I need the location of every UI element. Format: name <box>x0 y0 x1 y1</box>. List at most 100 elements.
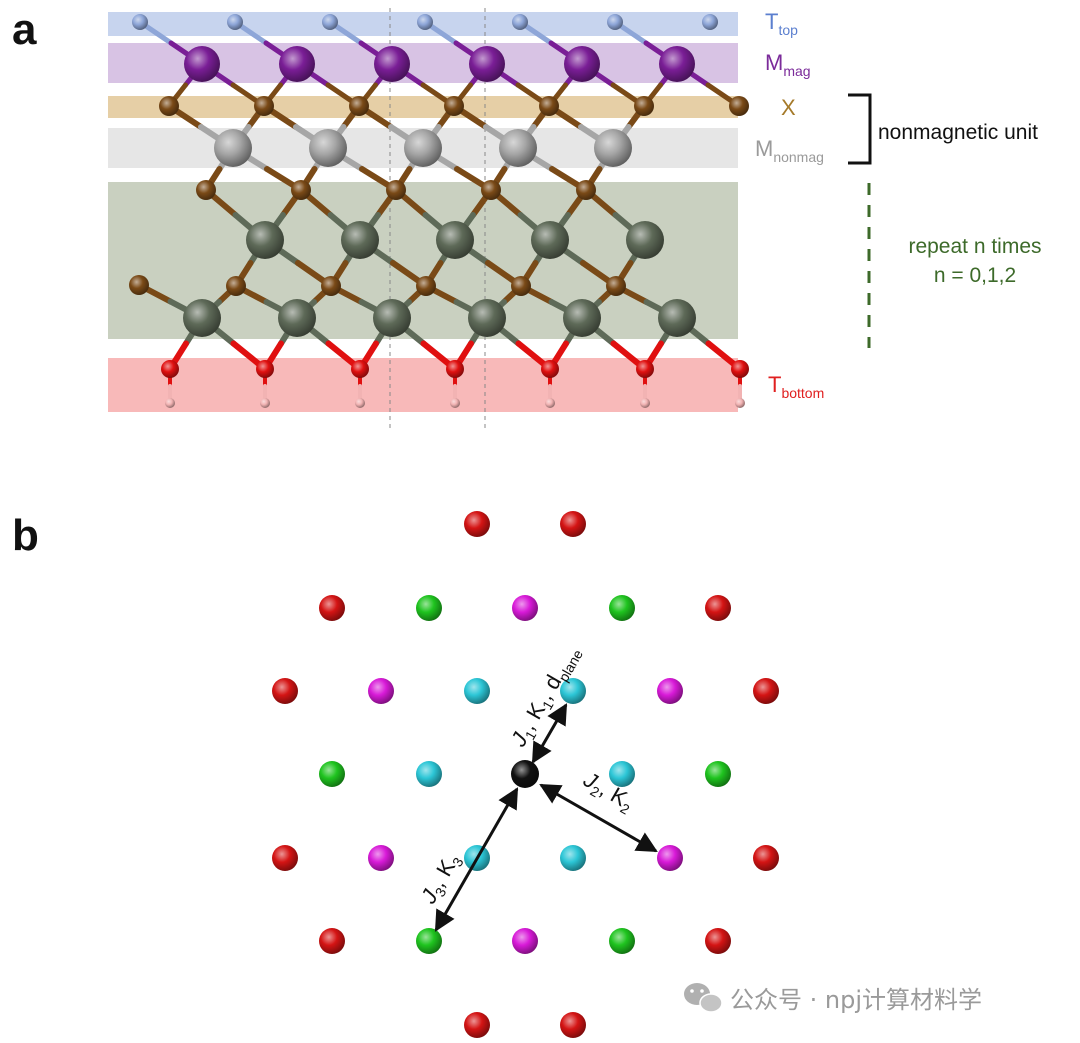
watermark: 公众号 · npj计算材料学 <box>684 983 982 1014</box>
magnetic-metal-atom <box>469 46 505 82</box>
hydrogen-atom <box>355 398 365 408</box>
red-neighbor-site <box>272 845 298 871</box>
unit-cell-lines <box>389 8 486 428</box>
magenta-neighbor-site <box>368 845 394 871</box>
oxygen-atom <box>351 360 369 378</box>
hydrogen-atom <box>640 398 650 408</box>
magenta-neighbor-site <box>657 678 683 704</box>
termination-top-atom <box>702 14 718 30</box>
arrow-j1 <box>531 703 568 764</box>
label-j3: J3, K3 <box>415 848 467 909</box>
label-t-bottom-main: T <box>768 372 781 397</box>
label-x: X <box>781 95 796 120</box>
termination-top-atom <box>417 14 433 30</box>
red-neighbor-site <box>705 928 731 954</box>
x-atom <box>511 276 531 296</box>
x-atom <box>291 180 311 200</box>
label-t-top-main: T <box>765 9 778 34</box>
x-atom <box>606 276 626 296</box>
nonmagnetic-unit-bracket <box>848 93 872 165</box>
nonmagnetic-metal-atom <box>309 129 347 167</box>
repeat-metal-atom <box>531 221 569 259</box>
x-atom <box>481 180 501 200</box>
repeat-label-line1: repeat n times <box>908 235 1041 258</box>
magenta-neighbor-site <box>657 845 683 871</box>
label-m-mag: Mmag <box>765 50 811 79</box>
exchange-arrows <box>434 703 658 932</box>
magenta-neighbor-site <box>368 678 394 704</box>
wechat-icon <box>684 983 723 1013</box>
repeat-label-line2: n = 0,1,2 <box>934 264 1016 287</box>
termination-top-atom <box>227 14 243 30</box>
arrow-j3 <box>434 787 519 932</box>
green-neighbor-site <box>319 761 345 787</box>
atoms <box>129 14 749 408</box>
green-neighbor-site <box>416 928 442 954</box>
x-atom <box>416 276 436 296</box>
repeat-metal-atom <box>183 299 221 337</box>
red-neighbor-site <box>753 678 779 704</box>
oxygen-atom <box>446 360 464 378</box>
termination-top-atom <box>607 14 623 30</box>
red-neighbor-site <box>319 595 345 621</box>
repeat-metal-atom <box>278 299 316 337</box>
repeat-metal-atom <box>563 299 601 337</box>
green-neighbor-site <box>416 595 442 621</box>
label-m-mag-main: M <box>765 50 783 75</box>
cyan-neighbor-site <box>560 678 586 704</box>
repeat-metal-atom <box>373 299 411 337</box>
green-neighbor-site <box>609 595 635 621</box>
termination-top-atom <box>322 14 338 30</box>
x-atom <box>539 96 559 116</box>
cyan-neighbor-site <box>464 678 490 704</box>
termination-top-atom <box>512 14 528 30</box>
green-neighbor-site <box>609 928 635 954</box>
label-t-bottom: Tbottom <box>768 372 824 401</box>
hydrogen-atom <box>450 398 460 408</box>
cyan-neighbor-site <box>609 761 635 787</box>
x-atom <box>634 96 654 116</box>
cyan-neighbor-site <box>560 845 586 871</box>
watermark-text: 公众号 · npj计算材料学 <box>730 986 982 1014</box>
label-m-mag-sub: mag <box>783 63 810 79</box>
hydrogen-atom <box>735 398 745 408</box>
hydrogen-atom <box>165 398 175 408</box>
red-neighbor-site <box>560 1012 586 1038</box>
x-atom <box>226 276 246 296</box>
label-m-nonmag-sub: nonmag <box>773 149 824 165</box>
label-m-nonmag-main: M <box>755 136 773 161</box>
repeat-metal-atom <box>658 299 696 337</box>
x-atom <box>386 180 406 200</box>
panel-a-label: a <box>12 5 37 54</box>
red-neighbor-site <box>464 1012 490 1038</box>
label-j1-sub3: plane <box>555 647 586 685</box>
label-m-nonmag: Mnonmag <box>755 136 824 165</box>
oxygen-atom <box>256 360 274 378</box>
oxygen-atom <box>541 360 559 378</box>
termination-top-atom <box>132 14 148 30</box>
x-atom <box>129 275 149 295</box>
x-atom <box>576 180 596 200</box>
repeat-metal-atom <box>341 221 379 259</box>
label-t-top: Ttop <box>765 9 798 38</box>
nonmagnetic-metal-atom <box>214 129 252 167</box>
hydrogen-atom <box>260 398 270 408</box>
x-atom <box>729 96 749 116</box>
nonmagnetic-unit-label: nonmagnetic unit <box>878 121 1038 144</box>
x-atom <box>196 180 216 200</box>
label-t-bottom-sub: bottom <box>781 385 824 401</box>
red-neighbor-site <box>705 595 731 621</box>
cyan-neighbor-site <box>416 761 442 787</box>
red-neighbor-site <box>319 928 345 954</box>
repeat-metal-atom <box>246 221 284 259</box>
oxygen-atom <box>161 360 179 378</box>
magnetic-metal-atom <box>184 46 220 82</box>
magnetic-metal-atom <box>659 46 695 82</box>
magnetic-metal-atom <box>374 46 410 82</box>
x-atom <box>444 96 464 116</box>
label-j2: J2, K2 <box>577 766 638 818</box>
red-neighbor-site <box>272 678 298 704</box>
repeat-metal-atom <box>626 221 664 259</box>
magnetic-metal-atom <box>279 46 315 82</box>
